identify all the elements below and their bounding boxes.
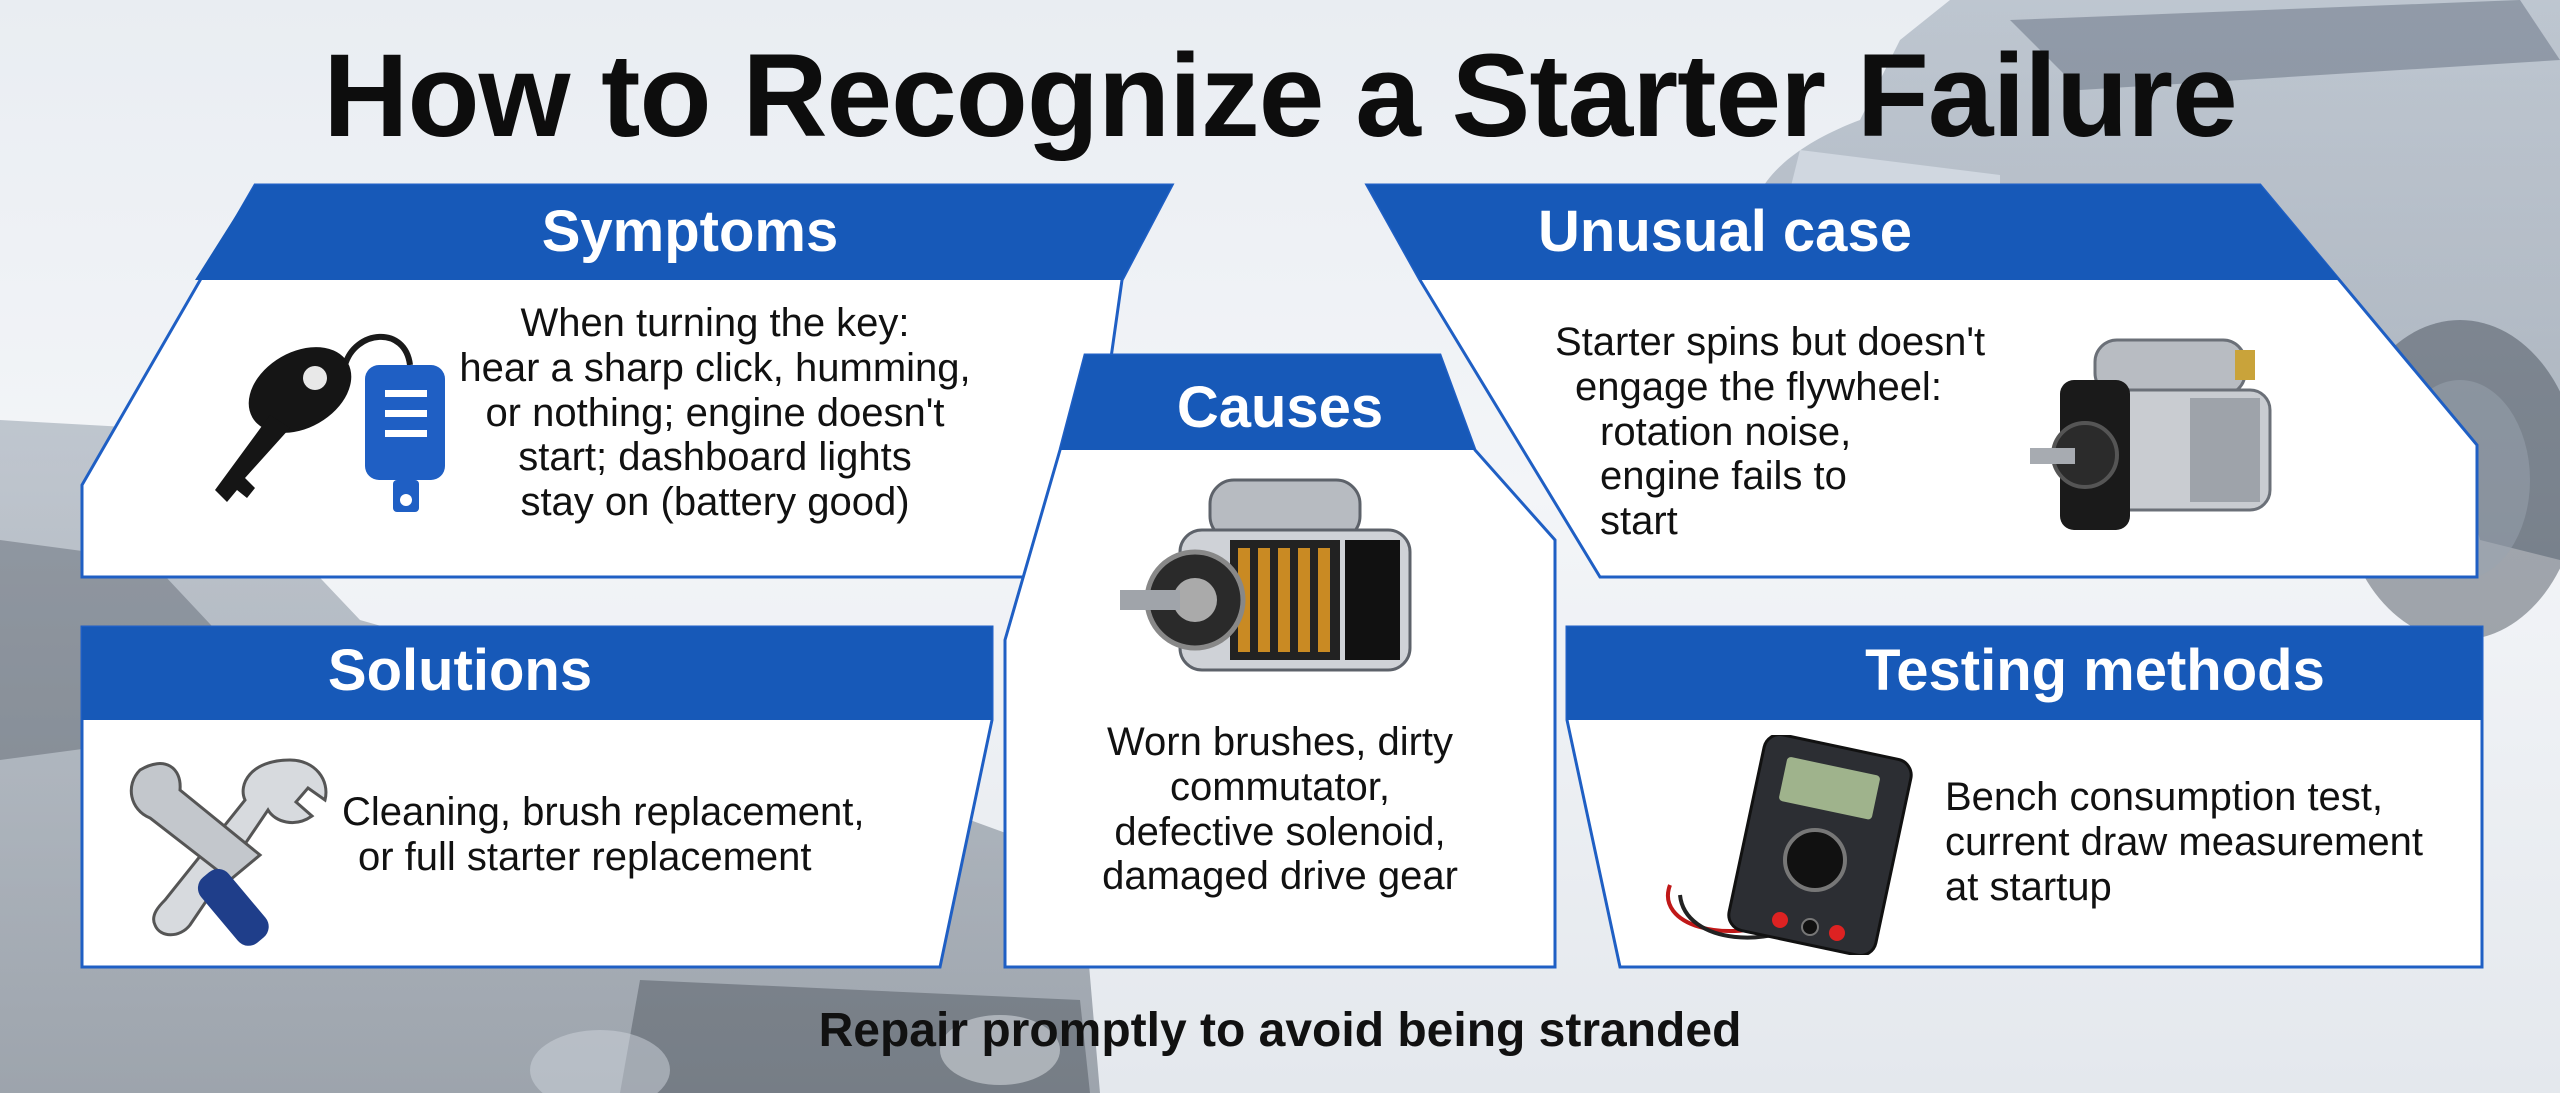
symptoms-panel: Symptoms When turning the key: hear a sh… <box>80 183 1175 580</box>
symptoms-text: When turning the key: hear a sharp click… <box>435 301 995 525</box>
solutions-panel: Solutions Cleaning, brush replacement, o… <box>80 625 995 970</box>
testing-methods-text: Bench consumption test, current draw mea… <box>1945 775 2465 909</box>
unusual-line: engine fails to <box>1600 454 1847 499</box>
symptoms-panel-frame <box>80 183 1175 579</box>
testing-line: at startup <box>1945 864 2112 909</box>
unusual-case-text: Starter spins but doesn't engage the fly… <box>1555 320 2075 544</box>
unusual-case-header: Unusual case <box>1538 199 1912 264</box>
unusual-line: rotation noise, <box>1600 409 1852 454</box>
starter-motor-icon <box>2030 338 2272 530</box>
symptoms-line: hear a sharp click, humming, <box>459 345 971 390</box>
wrench-tools-icon <box>129 758 328 946</box>
solutions-panel-frame <box>80 625 994 969</box>
car-key-fob-icon <box>215 333 445 512</box>
symptoms-line: or nothing; engine doesn't <box>485 390 945 435</box>
causes-line: defective solenoid, <box>1114 809 1446 854</box>
footer-tagline: Repair promptly to avoid being stranded <box>818 1004 1742 1057</box>
unusual-case-panel: Unusual case Starter spins but doesn't e… <box>1364 183 2480 580</box>
solutions-header: Solutions <box>327 638 593 703</box>
multimeter-icon <box>1666 735 1913 955</box>
solutions-line: Cleaning, brush replacement, <box>342 790 865 834</box>
main-title: How to Recognize a Starter Failure <box>323 30 2237 162</box>
symptoms-line: start; dashboard lights <box>518 435 912 480</box>
solutions-line: or full starter replacement <box>358 834 812 879</box>
starter-cutaway-icon <box>1120 478 1412 672</box>
testing-methods-panel: Testing methods Bench consumption test, … <box>1565 625 2485 970</box>
causes-text: Worn brushes, dirty commutator, defectiv… <box>1015 720 1545 899</box>
causes-line: Worn brushes, dirty <box>1106 720 1454 764</box>
causes-line: damaged drive gear <box>1102 854 1458 899</box>
unusual-line: Starter spins but doesn't <box>1555 320 1986 364</box>
causes-header: Causes <box>1176 375 1384 440</box>
testing-line: Bench consumption test, <box>1945 775 2384 819</box>
symptoms-line: When turning the key: <box>520 301 910 345</box>
solutions-text: Cleaning, brush replacement, or full sta… <box>342 790 962 880</box>
testing-line: current draw measurement <box>1945 819 2423 864</box>
causes-line: commutator, <box>1169 764 1391 809</box>
symptoms-header: Symptoms <box>541 199 839 264</box>
testing-methods-header: Testing methods <box>1865 638 2325 703</box>
unusual-line: start <box>1600 499 1678 544</box>
symptoms-line: stay on (battery good) <box>520 480 910 525</box>
unusual-line: engage the flywheel: <box>1575 364 1942 409</box>
causes-panel: Causes Worn brushes, dirty commutator, d… <box>1000 350 1560 970</box>
